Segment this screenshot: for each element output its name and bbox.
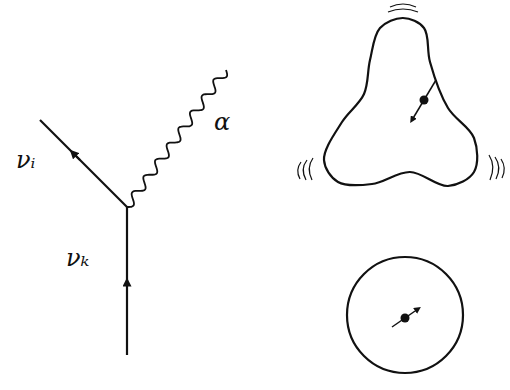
vibration-marks	[298, 4, 505, 180]
particle-label: νₖ	[66, 246, 89, 270]
fermion-line	[126, 207, 128, 355]
particle-label: νᵢ	[16, 148, 35, 172]
fermion-arrow	[126, 282, 128, 292]
motion-arrow	[424, 80, 436, 100]
fermion-line	[40, 120, 127, 207]
deformed-outline	[324, 18, 477, 186]
deformed-shape	[324, 18, 477, 186]
spherical-shape	[347, 257, 463, 373]
photon-wave	[127, 70, 227, 207]
particle-label: α	[214, 110, 230, 134]
motion-arrow	[405, 309, 418, 318]
motion-arrow	[412, 100, 424, 120]
fermion-arrow	[73, 153, 80, 160]
photon-line	[127, 70, 227, 207]
motion-arrow	[392, 318, 405, 327]
